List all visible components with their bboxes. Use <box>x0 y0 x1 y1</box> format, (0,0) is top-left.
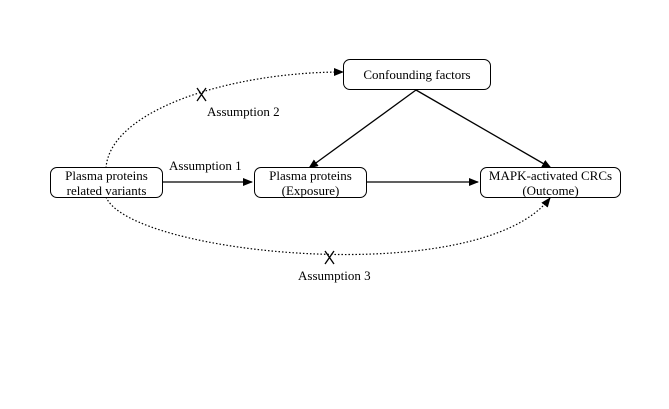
node-confounding-factors-label: Confounding factors <box>363 67 471 82</box>
label-assumption-3: Assumption 3 <box>298 268 371 283</box>
node-variants-line2: related variants <box>66 182 147 198</box>
node-outcome: MAPK-activated CRCs (Outcome) <box>480 167 621 198</box>
node-exposure-line1: Plasma proteins <box>269 167 352 183</box>
node-exposure-line2: (Exposure) <box>281 182 340 198</box>
node-variants-line1: Plasma proteins <box>65 167 148 183</box>
dotted-path-assumption-3 <box>105 196 551 256</box>
label-assumption-1: Assumption 1 <box>169 158 242 173</box>
node-exposure: Plasma proteins (Exposure) <box>254 167 367 198</box>
arrow-confounders-to-outcome <box>415 89 552 169</box>
violation-x-assumption-2 <box>196 87 207 102</box>
label-assumption-2: Assumption 2 <box>207 104 280 119</box>
node-plasma-protein-variants: Plasma proteins related variants <box>50 167 163 198</box>
node-outcome-line2: (Outcome) <box>522 182 579 198</box>
node-outcome-line1: MAPK-activated CRCs <box>488 167 613 183</box>
node-confounding-factors: Confounding factors <box>343 59 491 90</box>
dotted-path-assumption-2 <box>105 68 344 169</box>
arrow-confounders-to-exposure <box>308 89 417 169</box>
violation-x-assumption-3 <box>324 250 335 265</box>
